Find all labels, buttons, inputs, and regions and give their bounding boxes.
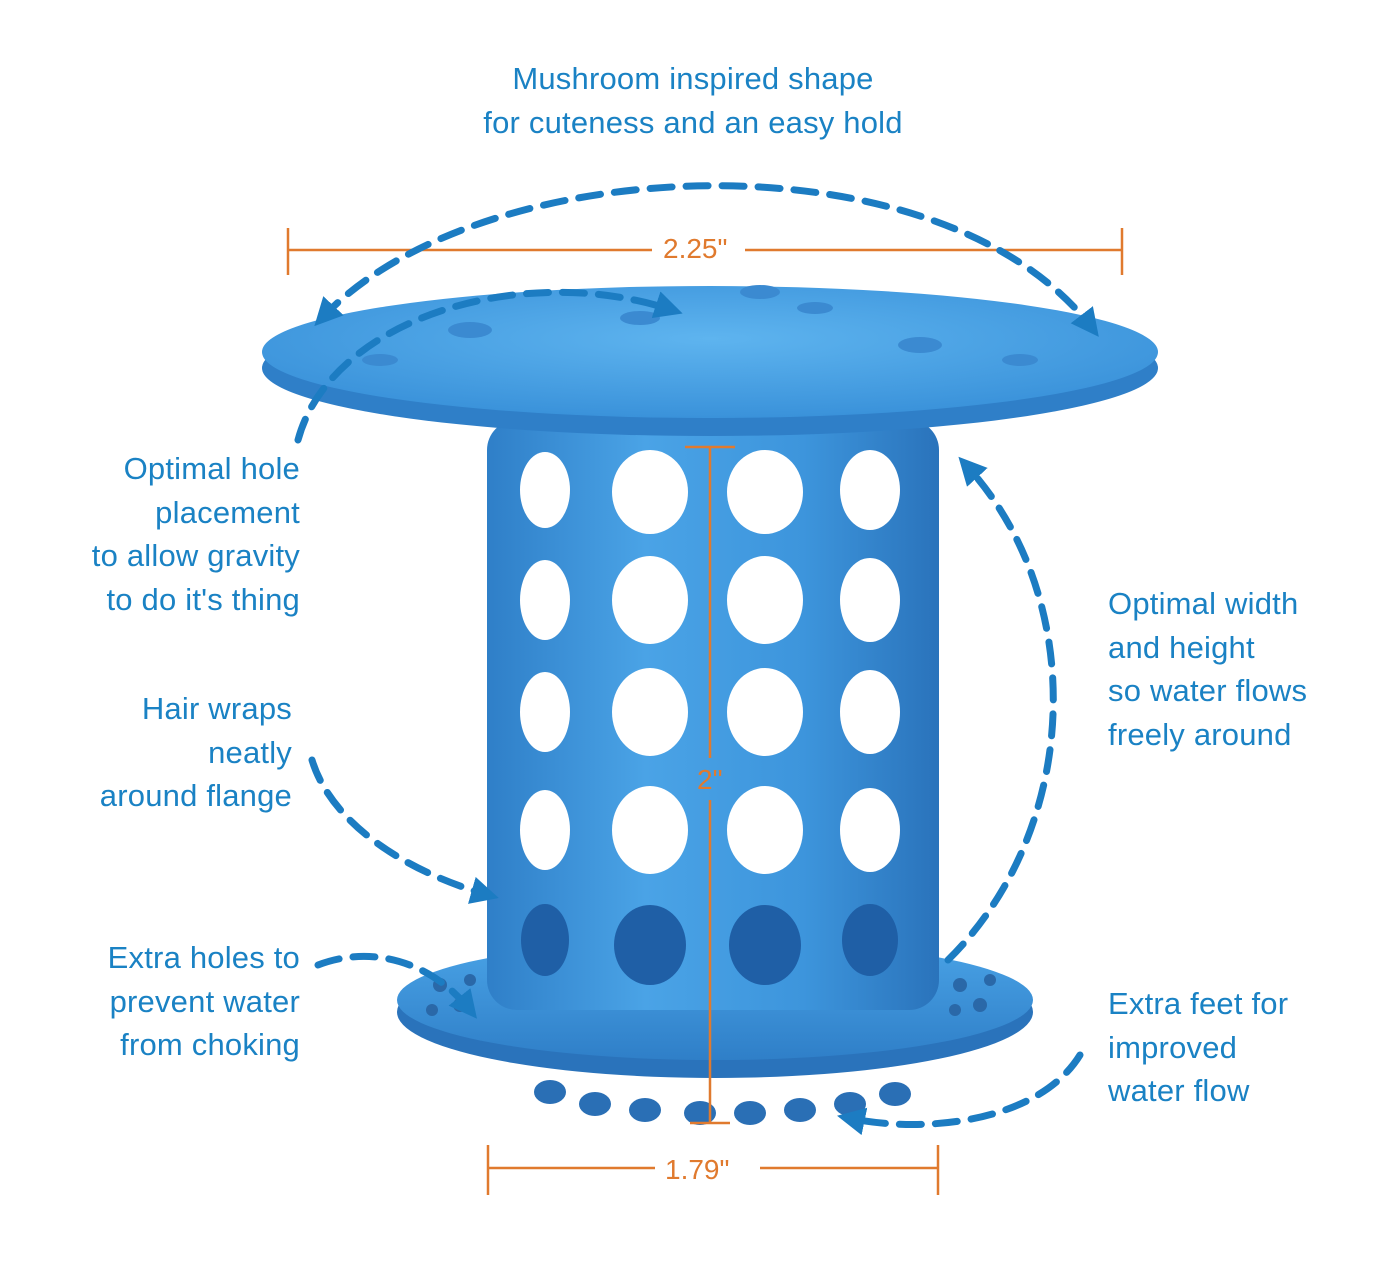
hole-placement-arrow: [294, 288, 683, 444]
strainer-holes-icon: [520, 450, 900, 874]
extra-feet-arrow: [837, 1051, 1084, 1136]
hole-placement-annotation: Optimal hole placement to allow gravity …: [91, 451, 300, 617]
strainer-body: [487, 420, 939, 1010]
hair-catcher-icon: [262, 285, 1158, 1125]
hair-wraps-arrow: [308, 756, 499, 904]
width-height-annotation: Optimal width and height so water flows …: [1108, 586, 1308, 752]
extra-feet-annotation: Extra feet for improved water flow: [1108, 986, 1289, 1108]
top-arc-arrow: [314, 182, 1099, 337]
dashed-arrows: [294, 182, 1099, 1136]
bottom-width-dimension: 1.79": [665, 1154, 730, 1185]
extra-holes-arrow: [314, 952, 478, 1019]
strainer-holes-dark-icon: [521, 904, 898, 985]
height-dimension: 2": [697, 764, 723, 795]
feet-icon: [534, 1080, 911, 1125]
width-height-arrow: [944, 456, 1057, 964]
top-width-dimension: 2.25": [663, 233, 728, 264]
hair-wraps-annotation: Hair wraps neatly around flange: [99, 691, 292, 813]
dimension-lines: [286, 228, 1124, 1195]
extra-holes-annotation: Extra holes to prevent water from chokin…: [107, 940, 300, 1062]
shape-annotation: Mushroom inspired shape for cuteness and…: [483, 61, 903, 140]
cap-top: [262, 286, 1158, 418]
